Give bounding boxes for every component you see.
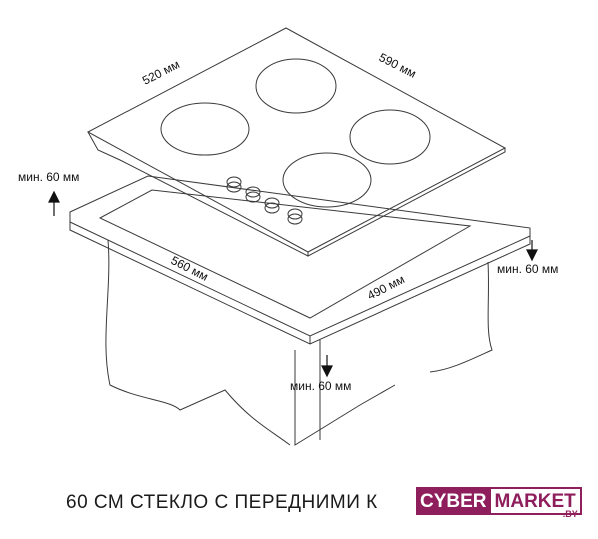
burner-right <box>349 109 431 165</box>
dim-cutout-depth: 490 мм <box>365 272 407 303</box>
worktop-inner-cutout <box>98 189 472 319</box>
product-caption: 60 СМ СТЕКЛО С ПЕРЕДНИМИ К <box>66 492 378 513</box>
worktop-top-outline <box>69 175 531 337</box>
dim-min-right: мин. 60 мм <box>497 262 558 276</box>
arrow-down-front <box>321 355 333 378</box>
burner-front <box>282 152 372 208</box>
logo-part-market: MARKET .BY <box>490 487 582 519</box>
worktop-front-edge <box>69 222 531 345</box>
logo-part-cyber: CYBER <box>416 487 491 515</box>
burner-back <box>255 58 337 114</box>
arrow-up-left <box>48 190 60 216</box>
cabinet-left-side <box>105 239 291 446</box>
dim-width-top: 520 мм <box>140 57 182 88</box>
hob-panel-edge <box>307 148 506 257</box>
cybermarket-logo[interactable]: CYBER MARKET .BY <box>416 487 582 519</box>
hob-panel-edge-left <box>87 131 309 257</box>
burner-left <box>160 102 250 156</box>
cabinet-front <box>294 350 396 446</box>
arrow-down-right <box>526 240 538 262</box>
cabinet-right-side <box>319 261 493 440</box>
hob-installation-drawing: 520 мм 590 мм мин. 60 мм мин. 60 мм мин.… <box>18 27 558 446</box>
logo-tld: .BY <box>562 509 578 519</box>
control-knobs <box>226 176 303 225</box>
dim-min-left: мин. 60 мм <box>18 170 79 184</box>
dim-depth-top: 590 мм <box>377 50 419 81</box>
logo-part-market-text: MARKET <box>494 491 576 512</box>
dim-min-front: мин. 60 мм <box>290 379 351 393</box>
